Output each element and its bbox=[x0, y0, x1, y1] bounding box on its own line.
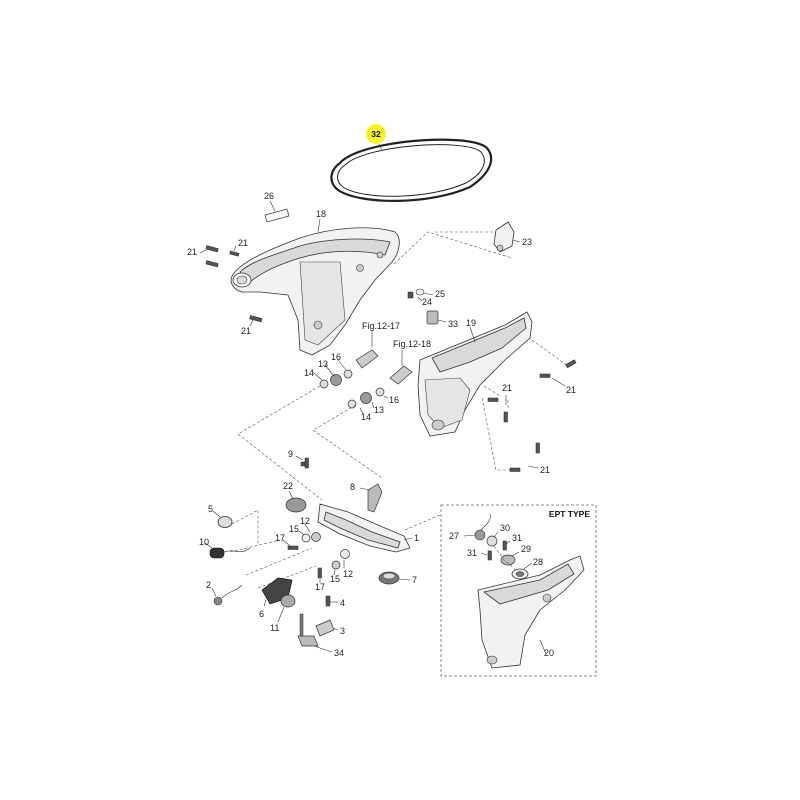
part-26-label: 26 bbox=[264, 191, 290, 223]
callout-30: 30 bbox=[500, 523, 510, 533]
bolts-21-right: 21 21 21 bbox=[487, 359, 577, 475]
bolt-24-washer-25: 25 24 bbox=[407, 288, 445, 307]
part-22-cover: 22 bbox=[283, 481, 307, 513]
callout-21: 21 bbox=[241, 326, 251, 336]
callout-9: 9 bbox=[288, 449, 293, 459]
callout-21: 21 bbox=[540, 465, 550, 475]
part-1-bracket: 1 bbox=[317, 503, 419, 553]
fig-ref-12-17: Fig.12-17 bbox=[355, 321, 400, 369]
assembly-guides-upper bbox=[393, 231, 569, 471]
callout-27: 27 bbox=[449, 531, 459, 541]
callout-15: 15 bbox=[330, 574, 340, 584]
callout-13: 13 bbox=[318, 359, 328, 369]
assembly-guides-lower-left bbox=[229, 509, 317, 589]
callout-16: 16 bbox=[389, 395, 399, 405]
callout-22: 22 bbox=[283, 481, 293, 491]
assembly-guides-middle bbox=[237, 385, 441, 531]
fig-ref-12-17-label: Fig.12-17 bbox=[362, 321, 400, 331]
callout-21: 21 bbox=[566, 385, 576, 395]
callout-1: 1 bbox=[414, 533, 419, 543]
bolts-21-upper-left: 21 21 bbox=[187, 238, 248, 268]
callout-14: 14 bbox=[361, 412, 371, 422]
mount-set-lower: 13 16 14 bbox=[347, 387, 399, 422]
callout-5: 5 bbox=[208, 504, 213, 514]
callout-21: 21 bbox=[238, 238, 248, 248]
part-34-sensor: 34 bbox=[297, 613, 344, 658]
callout-26: 26 bbox=[264, 191, 274, 201]
callout-25: 25 bbox=[435, 289, 445, 299]
callout-32: 32 bbox=[371, 129, 381, 139]
callout-11: 11 bbox=[270, 623, 279, 633]
callout-2: 2 bbox=[206, 580, 211, 590]
part-18-upper-apron: 18 bbox=[230, 209, 400, 356]
inset-title: EPT TYPE bbox=[549, 509, 590, 519]
part-2-wire: 2 bbox=[206, 580, 243, 606]
part-8-bracket: 8 bbox=[350, 482, 383, 513]
part-3-switch: 3 bbox=[315, 619, 345, 637]
callout-28: 28 bbox=[533, 557, 543, 567]
parts-12-15-17-lower: 12 15 17 bbox=[315, 549, 353, 592]
callout-20: 20 bbox=[544, 648, 554, 658]
callout-17: 17 bbox=[275, 533, 285, 543]
fig-ref-12-18: Fig.12-18 bbox=[389, 339, 431, 385]
callout-31: 31 bbox=[467, 548, 477, 558]
part-10-connector: 10 bbox=[199, 537, 251, 559]
callout-10: 10 bbox=[199, 537, 209, 547]
callout-15: 15 bbox=[289, 524, 299, 534]
callout-4: 4 bbox=[340, 598, 345, 608]
part-7-grommet: 7 bbox=[378, 571, 417, 585]
callout-21: 21 bbox=[502, 383, 512, 393]
callout-13: 13 bbox=[374, 405, 384, 415]
callout-17: 17 bbox=[315, 582, 325, 592]
part-33-grommet: 33 bbox=[426, 310, 458, 329]
callout-33: 33 bbox=[448, 319, 458, 329]
callout-34: 34 bbox=[334, 648, 344, 658]
callout-14: 14 bbox=[304, 368, 314, 378]
callout-6: 6 bbox=[259, 609, 264, 619]
bolt-21-left: 21 bbox=[241, 315, 263, 336]
fig-ref-12-18-label: Fig.12-18 bbox=[393, 339, 431, 349]
callout-32-highlight: 32 bbox=[366, 124, 386, 151]
part-23-latch: 23 bbox=[493, 221, 532, 253]
part-32-cowl-seal bbox=[330, 138, 493, 202]
callout-12: 12 bbox=[300, 516, 310, 526]
ept-type-inset: EPT TYPE 20 27 30 31 31 29 28 bbox=[440, 504, 597, 677]
callout-18: 18 bbox=[316, 209, 326, 219]
callout-23: 23 bbox=[522, 237, 532, 247]
callout-8: 8 bbox=[350, 482, 355, 492]
callout-7: 7 bbox=[412, 575, 417, 585]
callout-19: 19 bbox=[466, 318, 476, 328]
part-11-grommet: 11 bbox=[270, 594, 296, 633]
callout-31: 31 bbox=[512, 533, 522, 543]
mount-set-upper: 13 16 14 bbox=[304, 352, 353, 389]
part-9-bolt: 9 bbox=[288, 449, 309, 469]
parts-15-12-17-upper: 15 12 17 bbox=[275, 516, 321, 550]
callout-21: 21 bbox=[187, 247, 197, 257]
part-4-screw: 4 bbox=[325, 595, 345, 608]
callout-24: 24 bbox=[422, 297, 432, 307]
callout-3: 3 bbox=[340, 626, 345, 636]
part-5-plug: 5 bbox=[208, 504, 233, 528]
callout-29: 29 bbox=[521, 544, 531, 554]
callout-16: 16 bbox=[331, 352, 341, 362]
part-19-lower-apron: 19 bbox=[417, 311, 533, 437]
callout-12: 12 bbox=[343, 569, 353, 579]
